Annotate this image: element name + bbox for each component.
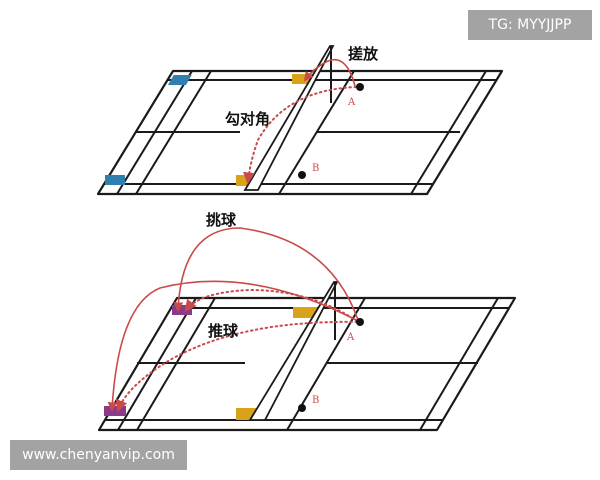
shuttle-point-icon xyxy=(356,318,364,326)
push-arc xyxy=(184,288,358,322)
push-cross-arc xyxy=(116,320,358,413)
shuttle-point-icon xyxy=(298,171,306,179)
court-outline xyxy=(96,69,504,196)
website-badge: www.chenyanvip.com xyxy=(10,440,187,470)
zone-gold xyxy=(293,307,317,318)
net-shot-arc xyxy=(303,58,356,87)
zone-purple xyxy=(104,406,126,416)
net xyxy=(248,281,339,421)
point-b-label: B xyxy=(312,395,319,406)
cross-net-arc xyxy=(242,86,357,185)
cross-label: 勾对角 xyxy=(225,110,270,128)
shuttle-point-icon xyxy=(356,83,364,91)
push-label: 推球 xyxy=(208,322,239,340)
court-outline xyxy=(97,296,517,432)
zone-blue xyxy=(167,75,192,85)
zone-gold xyxy=(292,74,314,84)
top-court: 搓放 勾对角 A B xyxy=(96,45,504,196)
lift-arc xyxy=(173,227,359,321)
bottom-court: 挑球 推球 A B xyxy=(97,211,517,432)
point-b-label: B xyxy=(312,163,319,174)
point-a-label: A xyxy=(346,332,355,343)
net-shot-label: 搓放 xyxy=(348,45,379,63)
zone-blue xyxy=(105,175,125,185)
shuttle-point-icon xyxy=(298,404,306,412)
lift-label: 挑球 xyxy=(206,211,237,229)
watermark-badge: TG: MYYJJPP xyxy=(468,10,592,40)
point-a-label: A xyxy=(347,97,356,108)
